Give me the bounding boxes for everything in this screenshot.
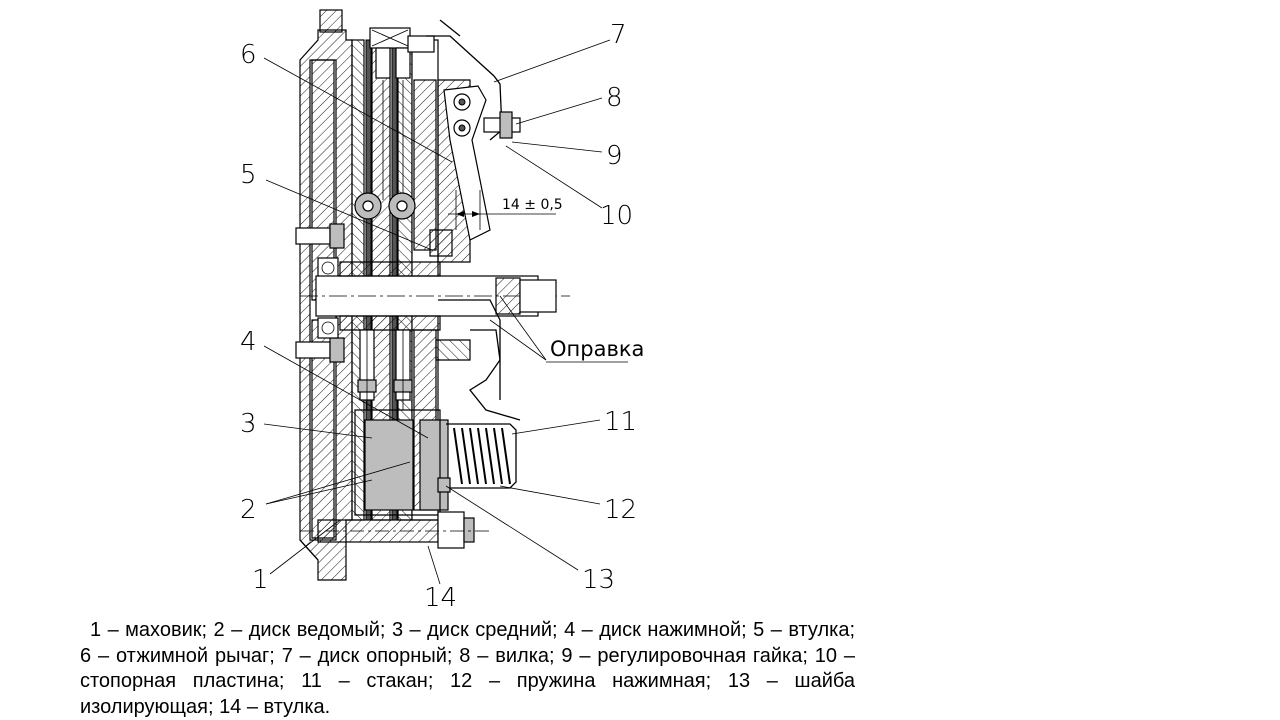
callout-4: 4: [240, 327, 257, 357]
callout-labels: 1 2 3 4 5 6 7 8 9 10 11 12 13 14 Оправка: [240, 20, 644, 613]
spring-coil: [485, 427, 495, 485]
bottom-sleeve: [299, 511, 490, 561]
callout-14: 14: [424, 583, 457, 613]
callout-3: 3: [240, 409, 257, 439]
callout-8: 8: [606, 83, 623, 113]
leader-lines: [263, 39, 628, 585]
dimension-14: 14 ± 0,5: [448, 190, 563, 230]
mandrel-label: Оправка: [550, 337, 644, 361]
top-bolt-assembly: [369, 27, 435, 200]
spring-coil: [453, 427, 463, 485]
callout-11: 11: [604, 407, 637, 437]
callout-1: 1: [252, 565, 269, 595]
clutch-assembly-drawing: 14 ± 0,5 1 2 3: [240, 9, 644, 613]
callout-7: 7: [610, 20, 627, 50]
figure-caption: 1 – маховик; 2 – диск ведомый; 3 – диск …: [80, 619, 855, 718]
callout-2: 2: [240, 495, 257, 525]
dimension-label: 14 ± 0,5: [502, 197, 563, 213]
callout-9: 9: [606, 141, 623, 171]
pressure-spring: [437, 423, 517, 493]
callout-13: 13: [582, 565, 615, 595]
spring-coil: [477, 427, 487, 485]
rod-springs-upper: [354, 192, 416, 220]
callout-6: 6: [240, 40, 257, 70]
callout-10: 10: [600, 201, 633, 231]
spring-coil: [469, 427, 479, 485]
callout-12: 12: [604, 495, 637, 525]
callout-5: 5: [240, 160, 257, 190]
spring-coil: [461, 427, 471, 485]
release-lever: [429, 85, 521, 257]
flywheel-bolts: [295, 223, 345, 363]
spring-coil: [501, 427, 511, 485]
shaft: [300, 261, 570, 331]
rod-springs-lower: [357, 329, 413, 410]
spring-coil: [493, 427, 503, 485]
